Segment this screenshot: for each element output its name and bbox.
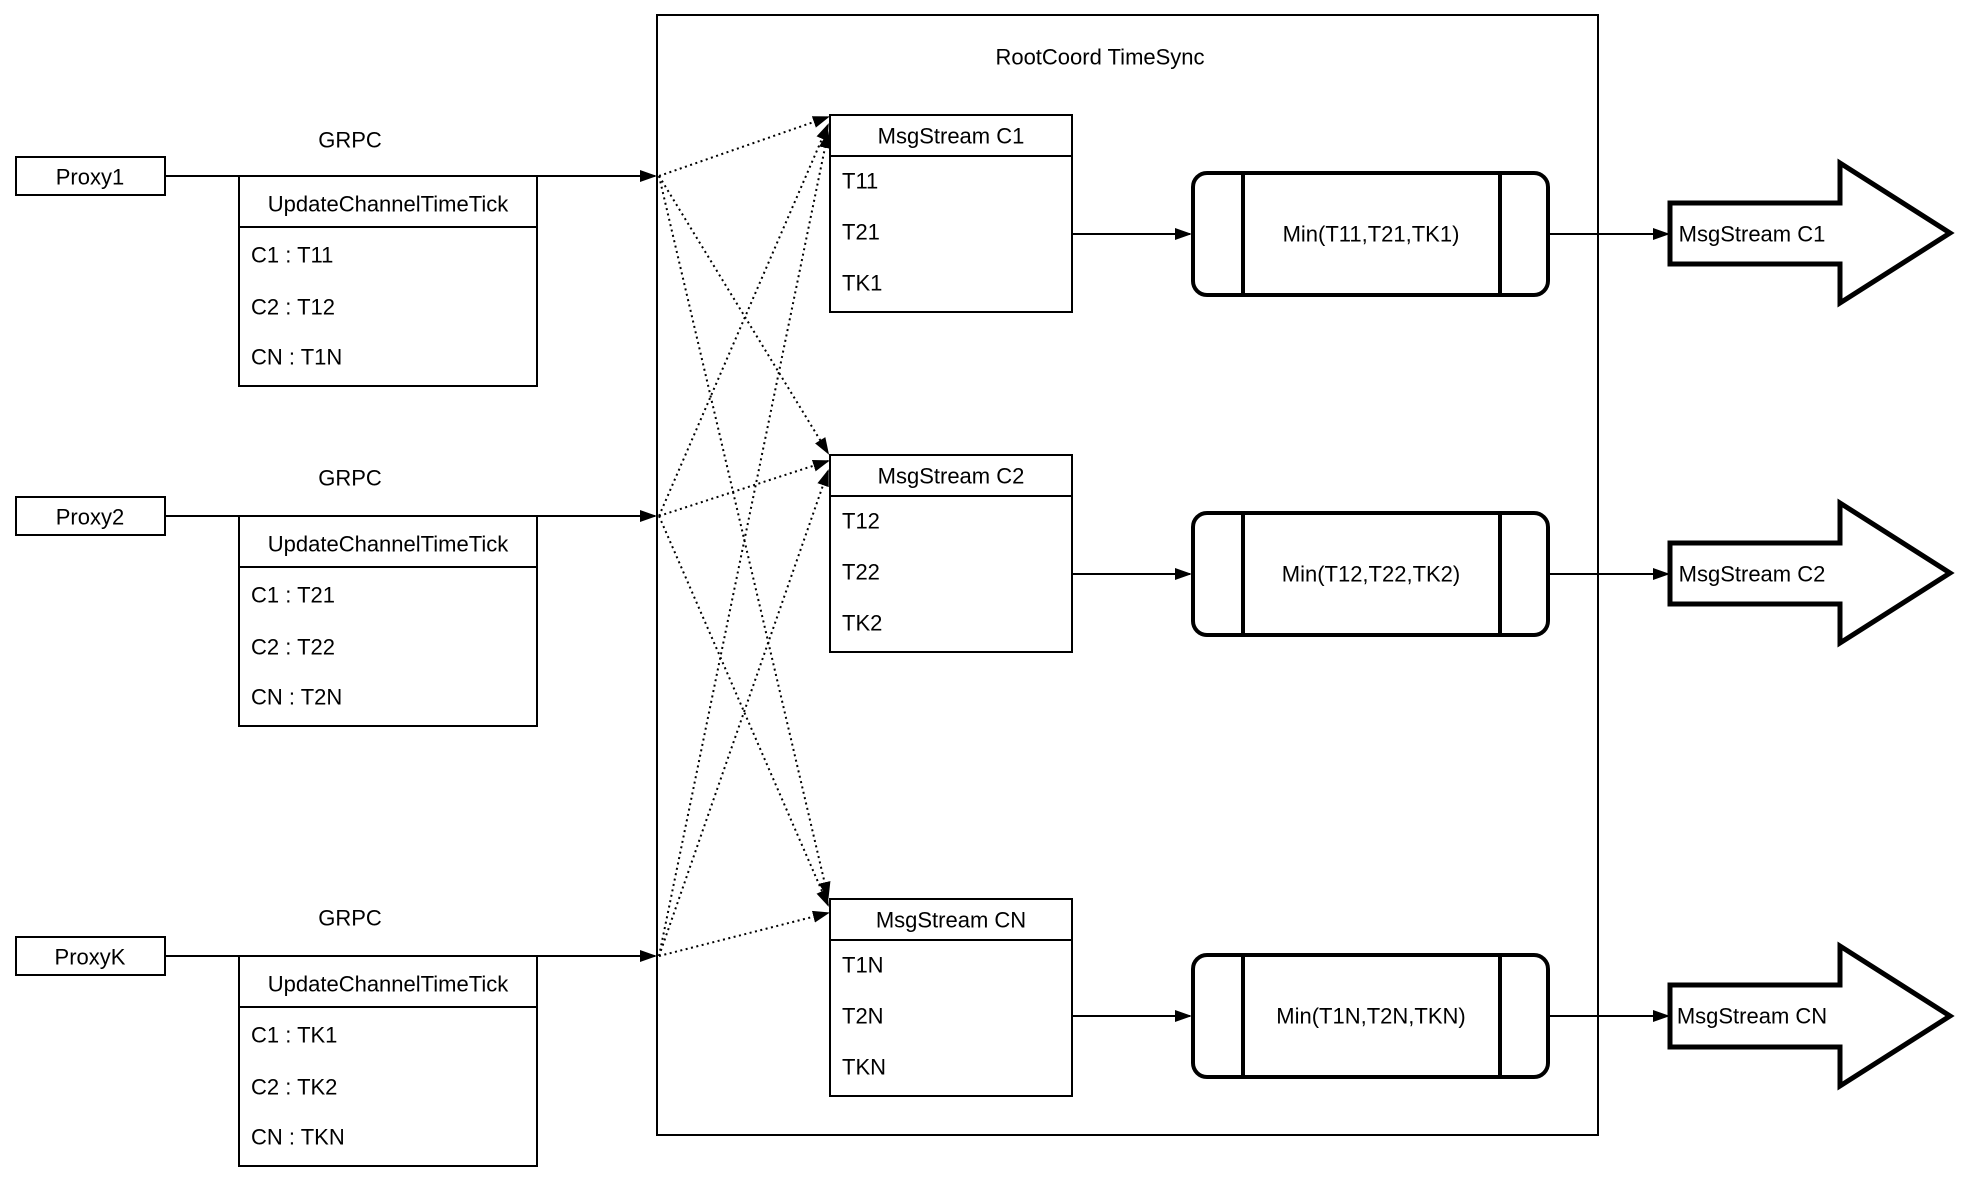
msgstream-row: T11 (842, 169, 878, 194)
fanout-line-pk-c1 (658, 131, 831, 957)
update-tick-row: CN : T1N (251, 345, 342, 370)
update-tick-table (238, 515, 538, 727)
msgstream-row: T2N (842, 1004, 884, 1029)
msgstream-table (829, 898, 1073, 1097)
msgstream-row: TKN (842, 1055, 886, 1080)
rootcoord-title: RootCoord TimeSync (995, 45, 1204, 70)
proxy-box (15, 496, 166, 536)
msgstream-row: TK2 (842, 611, 882, 636)
update-tick-row: C2 : T12 (251, 295, 335, 320)
proxy-row-2: GRPC Proxy2 UpdateChannelTimeTick C1 : T… (15, 454, 1955, 727)
msgstream-row: TK1 (842, 271, 882, 296)
min-label: Min(T11,T21,TK1) (1283, 222, 1460, 247)
output-arrow-label: MsgStream C1 (1679, 222, 1826, 247)
msgstream-header: MsgStream CN (876, 908, 1026, 933)
msgstream-header: MsgStream C2 (878, 464, 1025, 489)
update-tick-row: C1 : T21 (251, 583, 335, 608)
proxy-row-1: GRPC Proxy1 UpdateChannelTimeTick C1 : T… (15, 114, 1955, 387)
fanout-line-pk-cn (658, 910, 830, 957)
fanout-line-p2-c2 (658, 459, 830, 517)
msgstream-row: T21 (842, 220, 880, 245)
min-label: Min(T12,T22,TK2) (1282, 562, 1461, 587)
update-tick-row: C2 : T22 (251, 635, 335, 660)
fanout-line-p1-cn (658, 175, 831, 899)
fanout-line-p1-c2 (658, 175, 830, 455)
update-tick-row: C1 : TK1 (251, 1023, 337, 1048)
proxy-box (15, 156, 166, 196)
grpc-label: GRPC (318, 466, 382, 491)
output-arrow (1667, 941, 1955, 1091)
update-tick-table (238, 955, 538, 1167)
output-arrow-label: MsgStream CN (1677, 1004, 1827, 1029)
update-tick-table (238, 175, 538, 387)
proxy-label: ProxyK (55, 945, 126, 970)
update-tick-header: UpdateChannelTimeTick (268, 972, 509, 997)
proxy-row-3: GRPC ProxyK UpdateChannelTimeTick C1 : T… (15, 898, 1955, 1167)
update-tick-row: C2 : TK2 (251, 1075, 337, 1100)
msgstream-row: T1N (842, 953, 884, 978)
proxy-label: Proxy2 (56, 505, 124, 530)
proxy-box (15, 936, 166, 976)
update-tick-row: CN : T2N (251, 685, 342, 710)
grpc-label: GRPC (318, 906, 382, 931)
output-arrow (1667, 158, 1955, 308)
update-tick-row: C1 : T11 (251, 243, 333, 268)
update-tick-header: UpdateChannelTimeTick (268, 532, 509, 557)
output-arrow (1667, 498, 1955, 648)
msgstream-row: T12 (842, 509, 880, 534)
output-arrow-label: MsgStream C2 (1679, 562, 1826, 587)
msgstream-header: MsgStream C1 (878, 124, 1025, 149)
update-tick-row: CN : TKN (251, 1125, 345, 1150)
fanout-line-p2-cn (658, 515, 829, 907)
grpc-label: GRPC (318, 128, 382, 153)
msgstream-table (829, 114, 1073, 313)
fanout-line-p1-c1 (658, 116, 830, 177)
msgstream-row: T22 (842, 560, 880, 585)
update-tick-header: UpdateChannelTimeTick (268, 192, 509, 217)
msgstream-table (829, 454, 1073, 653)
timetick-fanout-lines (658, 116, 831, 957)
proxy-label: Proxy1 (56, 165, 124, 190)
min-label: Min(T1N,T2N,TKN) (1276, 1004, 1465, 1029)
